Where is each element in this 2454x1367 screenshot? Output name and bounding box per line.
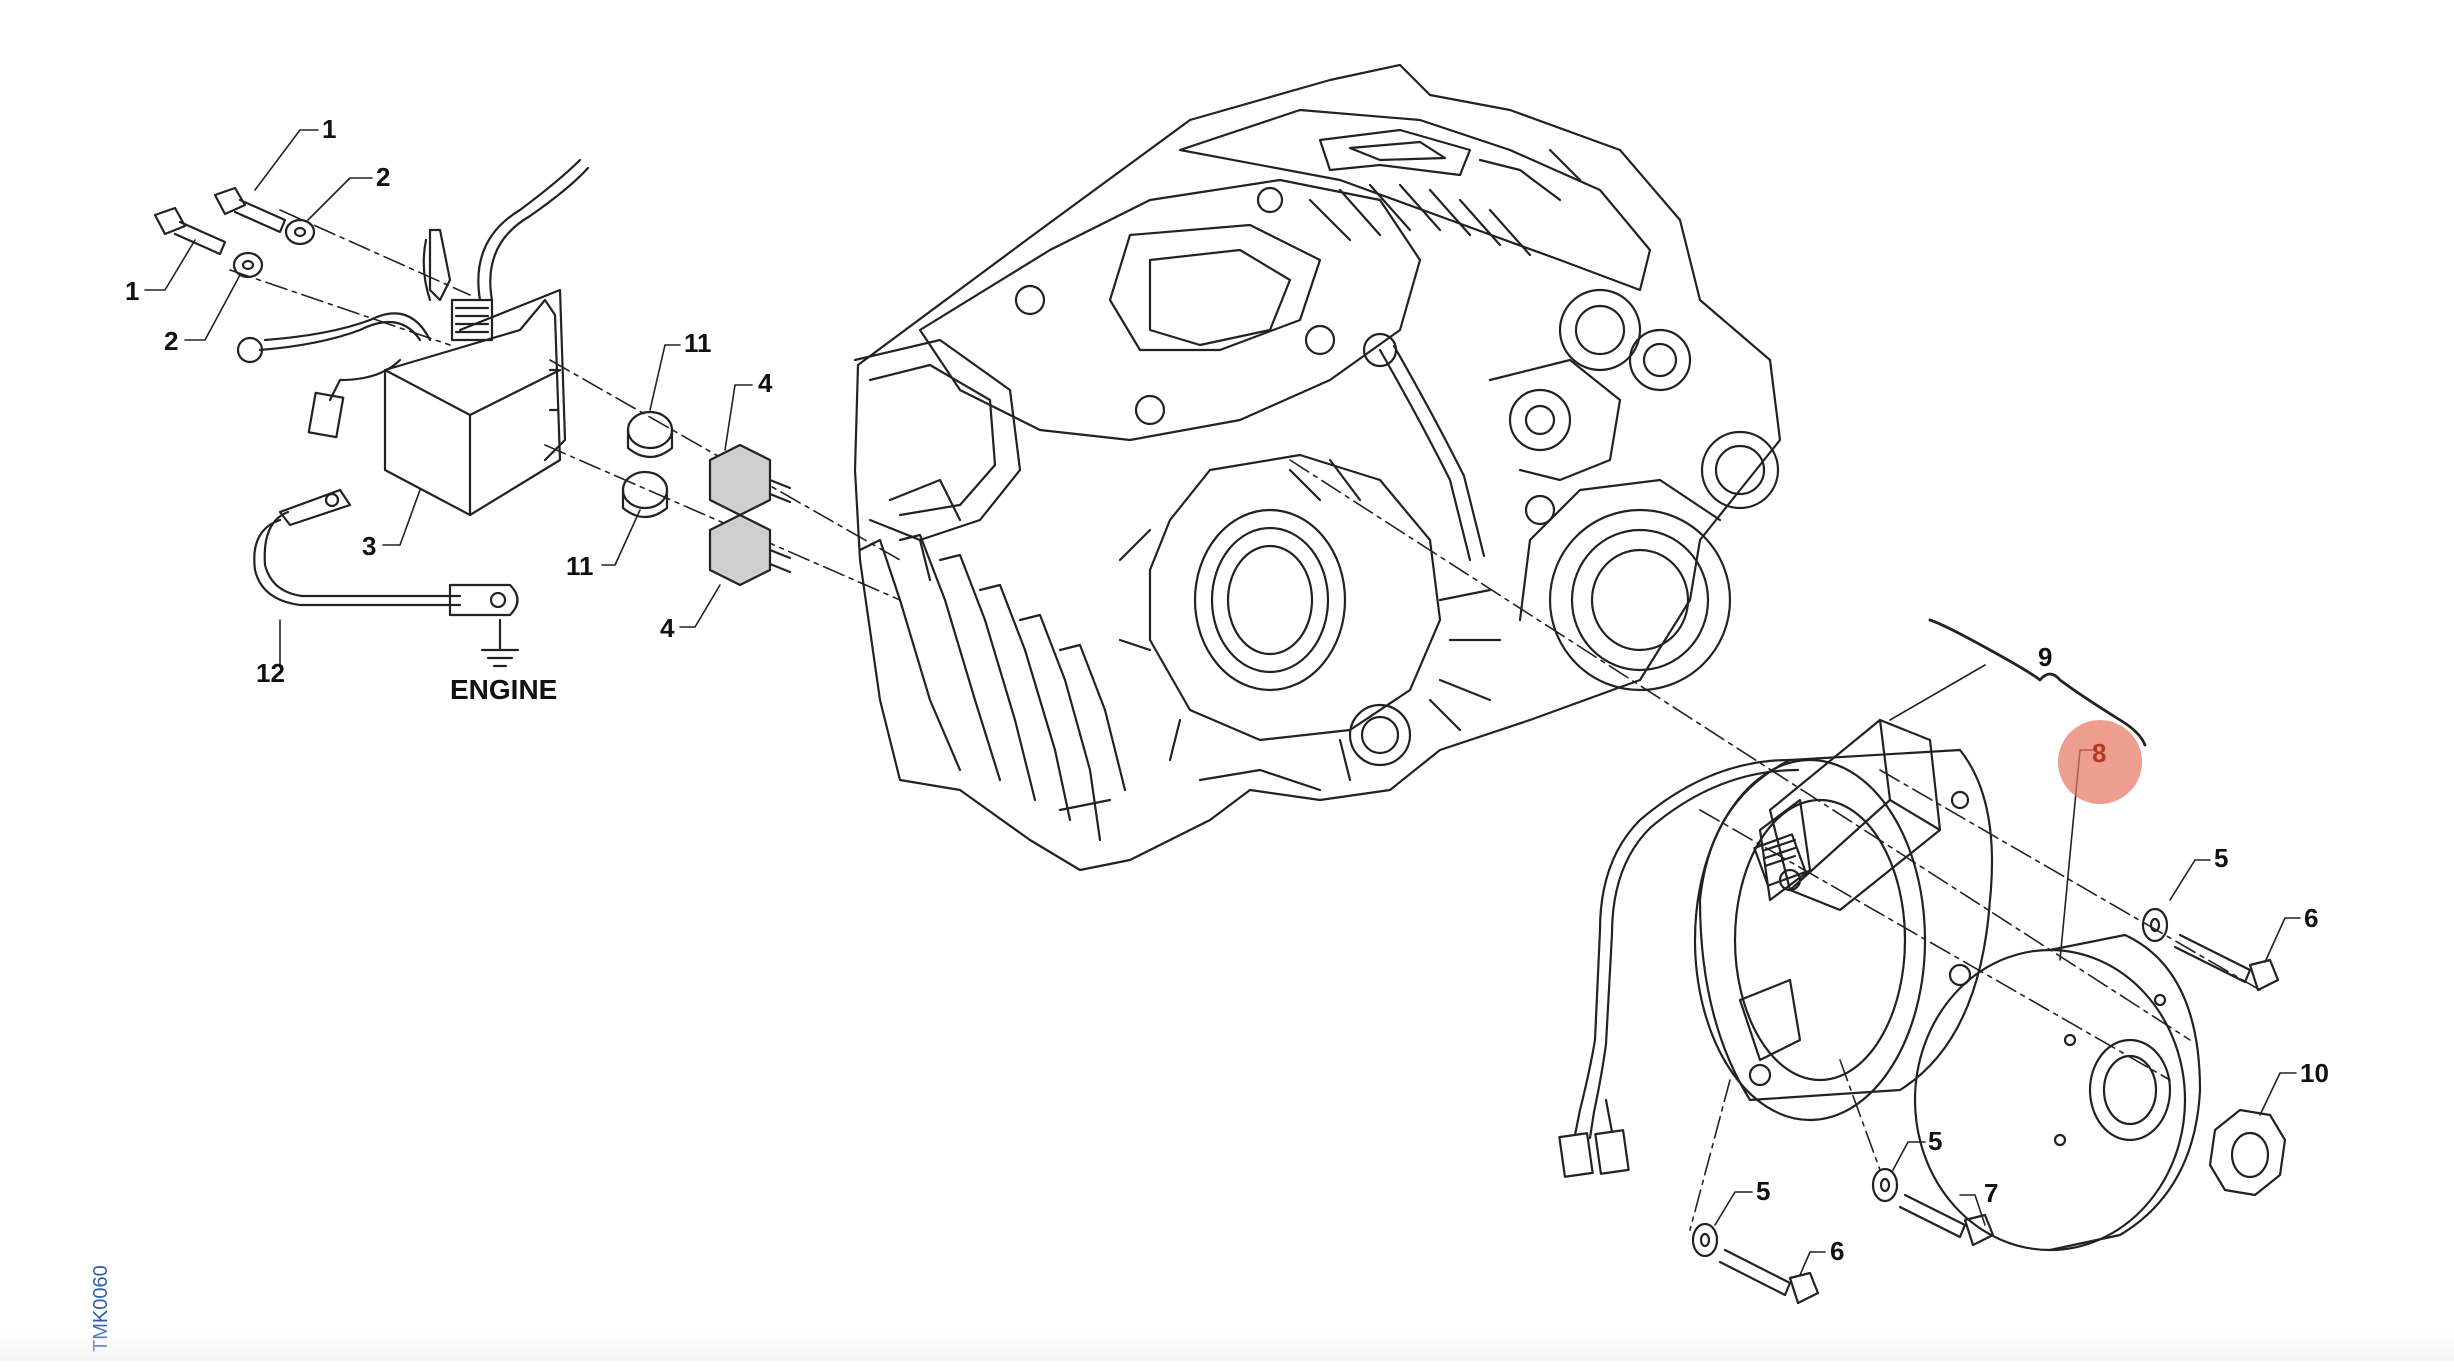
callout-6-right: 6 (2304, 903, 2319, 933)
mount-spacers (621, 410, 792, 587)
callout-8-highlight[interactable] (2058, 720, 2142, 804)
callout-5-right: 5 (2214, 843, 2229, 873)
callout-7: 7 (1984, 1178, 1999, 1208)
callout-1-lower: 1 (125, 276, 140, 306)
callout-8[interactable]: 8 (2092, 738, 2107, 768)
callout-6-lower: 6 (1830, 1236, 1845, 1266)
group-bracket (1928, 618, 2147, 747)
callout-12: 12 (256, 658, 285, 688)
callout-11-upper: 11 (684, 328, 712, 358)
ground-wire (253, 488, 520, 668)
bottom-fade (0, 1322, 2454, 1362)
screw-set-left (153, 186, 316, 279)
callout-2-lower: 2 (164, 326, 179, 356)
stator-fasteners (1691, 907, 2280, 1305)
callout-4-lower: 4 (660, 613, 675, 643)
ignition-module (236, 158, 590, 517)
callout-11-lower: 11 (566, 551, 594, 581)
callout-4-upper: 4 (758, 368, 773, 398)
callout-5-middle: 5 (1928, 1126, 1943, 1156)
callout-leaders (144, 129, 2301, 1276)
flywheel-nut (2208, 1108, 2287, 1197)
callout-3: 3 (362, 531, 377, 561)
callout-2-upper: 2 (376, 162, 391, 192)
flywheel-rotor (1913, 933, 2202, 1252)
callout-5-lower: 5 (1756, 1176, 1771, 1206)
callout-10: 10 (2300, 1058, 2329, 1088)
callout-9: 9 (2038, 642, 2053, 672)
ground-label-engine: ENGINE (450, 674, 558, 705)
assembly-centerlines (229, 209, 2261, 1231)
stator-assembly (1558, 718, 1994, 1178)
callout-1-upper: 1 (322, 114, 337, 144)
engine-crankcase (853, 63, 1782, 872)
